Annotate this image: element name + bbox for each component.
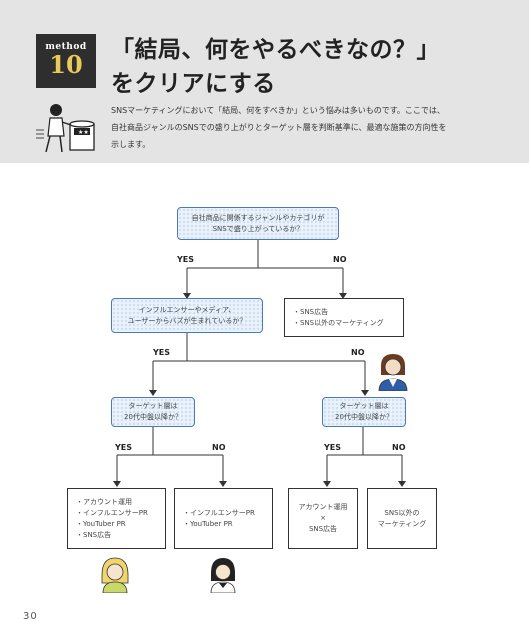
- character-blonde-icon: [101, 557, 129, 593]
- branch-yes-4: YES: [324, 443, 342, 452]
- question-target-age-right: ターゲット層は 20代中盤以降か？: [322, 397, 406, 427]
- question-genre-trending: 自社商品に関係するジャンルやカテゴリが SNSで盛り上がっているか？: [177, 207, 339, 240]
- method-badge: method 10: [36, 34, 96, 88]
- result-sns-ads-or-other: ・SNS広告 ・SNS以外のマーケティング: [284, 298, 404, 337]
- branch-yes-2: YES: [153, 348, 171, 357]
- svg-text:★★: ★★: [78, 129, 89, 136]
- method-label: method: [45, 42, 87, 52]
- result-non-sns: SNS以外の マーケティング: [367, 488, 437, 549]
- character-student-icon: [210, 558, 236, 593]
- character-suit-icon: [378, 354, 408, 391]
- result-influencer-youtuber: ・インフルエンサーPR ・YouTuber PR: [174, 488, 273, 549]
- branch-no-2: NO: [351, 348, 365, 357]
- question-buzz: インフルエンサーやメディア、 ユーザーからバズが生まれているか？: [111, 298, 263, 333]
- page-title-line1: 「結局、何をやるべきなの？」: [111, 37, 440, 63]
- page-title-line2: をクリアにする: [111, 71, 276, 97]
- branch-no-3: NO: [212, 443, 226, 452]
- result-account-x-ads: アカウント運用 × SNS広告: [288, 488, 358, 549]
- mascot-illustration: ★★: [36, 104, 95, 153]
- branch-no-1: NO: [333, 255, 347, 264]
- method-number: 10: [49, 50, 83, 79]
- intro-text: SNSマーケティングにおいて「結局、何をすべきか」という悩みは多いものです。ここ…: [111, 106, 447, 149]
- branch-yes-3: YES: [115, 443, 133, 452]
- page-number: 30: [23, 611, 38, 622]
- branch-yes-1: YES: [177, 255, 195, 264]
- result-full-mix: ・アカウント運用 ・インフルエンサーPR ・YouTuber PR ・SNS広告: [67, 488, 166, 549]
- question-target-age-left: ターゲット層は 20代中盤以降か？: [111, 397, 195, 427]
- branch-no-4: NO: [392, 443, 406, 452]
